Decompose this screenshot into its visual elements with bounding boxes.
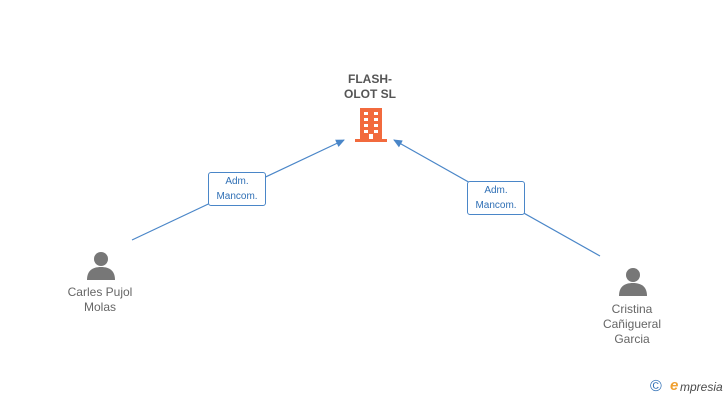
- building-icon[interactable]: [355, 108, 387, 142]
- copyright-icon: ©: [650, 378, 662, 395]
- person-name-cristina[interactable]: Cristina Cañigueral Garcia: [602, 302, 662, 346]
- person-name-carles[interactable]: Carles Pujol Molas: [67, 285, 133, 314]
- company-name[interactable]: FLASH- OLOT SL: [344, 72, 396, 101]
- person-icon[interactable]: [86, 250, 116, 280]
- role-label-cristina: Adm. Mancom.: [467, 181, 525, 215]
- brand-name: mpresia: [680, 380, 723, 394]
- person-icon[interactable]: [618, 266, 648, 296]
- brand-e: e: [670, 377, 679, 394]
- role-label-carles: Adm. Mancom.: [208, 172, 266, 206]
